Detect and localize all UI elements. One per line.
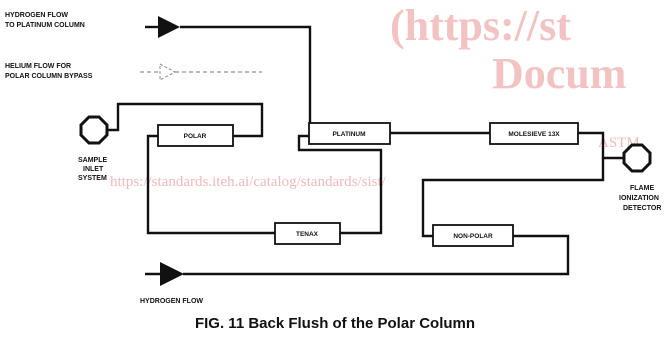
- helium-flow-label-1: HELIUM FLOW FOR: [5, 63, 71, 70]
- flame-detector-label-2: IONIZATION: [619, 195, 659, 202]
- watermark-line-1: (https://st: [390, 1, 571, 50]
- molesieve-column: MOLESIEVE 13X: [489, 122, 579, 145]
- nonpolar-column: NON-POLAR: [432, 224, 514, 247]
- molesieve-to-detector-line: [578, 131, 625, 160]
- watermark-url: https://standards.iteh.ai/catalog/standa…: [110, 174, 387, 190]
- polar-column: POLAR: [157, 124, 234, 147]
- flame-detector-label-3: DETECTOR: [623, 205, 661, 212]
- tenax-column: TENAX: [274, 222, 341, 245]
- platinum-column: PLATINUM: [308, 122, 391, 145]
- nonpolar-column-label: NON-POLAR: [453, 233, 493, 240]
- hydrogen-bottom-arrow-icon: [160, 262, 184, 286]
- flame-detector-label-1: FLAME: [630, 185, 654, 192]
- hydrogen-flow-top-label-2: TO PLATINUM COLUMN: [5, 22, 85, 29]
- flame-detector-valve-icon: [622, 143, 652, 173]
- watermark-line-2: Docum: [492, 49, 626, 98]
- hydrogen-flow-bottom-label: HYDROGEN FLOW: [140, 298, 203, 305]
- polar-column-label: POLAR: [184, 133, 207, 140]
- detector-to-nonpolar-line: [421, 158, 605, 238]
- sample-to-polar-line: [107, 102, 264, 138]
- sample-inlet-label-3: SYSTEM: [78, 175, 107, 182]
- tenax-column-label: TENAX: [296, 231, 319, 238]
- nonpolar-to-hydrogen-line: [183, 234, 570, 276]
- polar-to-tenax-line: [146, 134, 275, 235]
- hydrogen-top-arrow-icon: [158, 16, 180, 38]
- sample-inlet-label-1: SAMPLE: [78, 157, 108, 164]
- sample-inlet-label-2: INLET: [83, 166, 104, 173]
- hydrogen-top-to-platinum-line: [180, 25, 312, 136]
- figure-caption: FIG. 11 Back Flush of the Polar Column: [195, 315, 475, 332]
- helium-flow-label-2: POLAR COLUMN BYPASS: [5, 73, 93, 80]
- molesieve-column-label: MOLESIEVE 13X: [508, 131, 560, 138]
- sample-inlet-valve-icon: [79, 115, 109, 145]
- tenax-to-platinum-line: [297, 134, 383, 235]
- platinum-column-label: PLATINUM: [332, 131, 365, 138]
- helium-arrow-icon: [159, 63, 177, 81]
- helium-bypass-line: [140, 63, 262, 81]
- hydrogen-flow-top-label-1: HYDROGEN FLOW: [5, 12, 68, 19]
